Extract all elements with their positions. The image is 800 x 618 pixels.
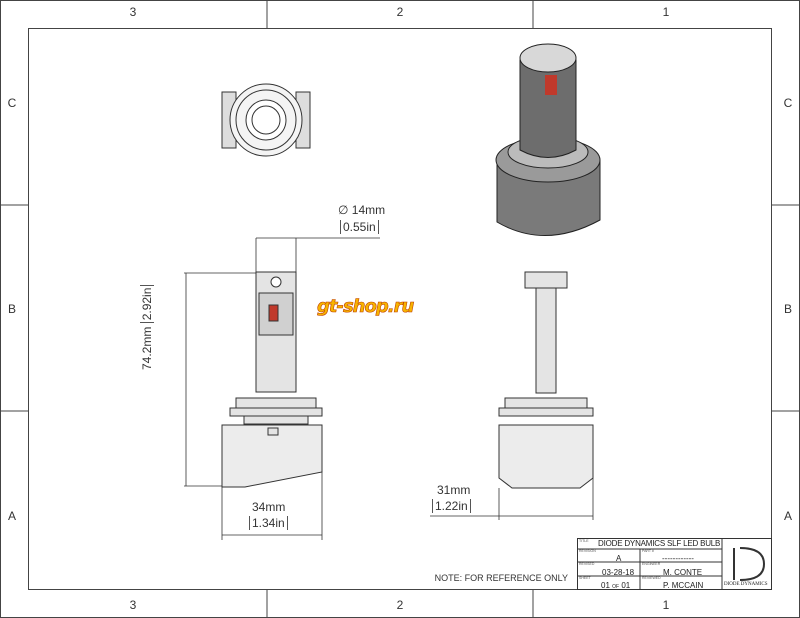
- title-label: TITLE: [579, 539, 589, 543]
- zone-col-2-top: 2: [396, 5, 404, 19]
- front-view: [221, 271, 323, 488]
- zone-row-c-left: C: [7, 96, 17, 110]
- zone-col-1-bottom: 1: [662, 598, 670, 612]
- company-logo-text: DIODE DYNAMICS: [724, 582, 768, 587]
- reviewed-label: REVIEWED: [642, 576, 661, 580]
- part-value: ------------: [662, 554, 694, 563]
- isometric-view: [495, 43, 601, 236]
- dim-width-side-in: 1.22in: [432, 499, 471, 513]
- side-view: [498, 271, 594, 489]
- zone-col-3-bottom: 3: [129, 598, 137, 612]
- reference-note: NOTE: FOR REFERENCE ONLY: [434, 573, 568, 583]
- title-block-grid: [577, 538, 772, 590]
- dim-diameter-in: 0.55in: [340, 220, 379, 234]
- zone-row-a-left: A: [7, 509, 16, 523]
- zone-col-2-bottom: 2: [396, 598, 404, 612]
- zone-row-c-right: C: [783, 96, 793, 110]
- title-value: DIODE DYNAMICS SLF LED BULB: [598, 539, 721, 548]
- revised-label: REVISED: [579, 562, 595, 566]
- dimension-lines: [184, 237, 594, 540]
- reviewed-value: P. MCCAIN: [663, 581, 704, 590]
- sheet-label: SHEET: [579, 576, 591, 580]
- dim-width-front-in: 1.34in: [249, 516, 288, 530]
- zone-row-a-right: A: [783, 509, 792, 523]
- engineer-value: M. CONTE: [663, 568, 703, 577]
- watermark-logo: gt-shop.ru: [317, 296, 415, 318]
- dim-width-front-mm: 34mm: [252, 500, 286, 514]
- inner-frame: [28, 28, 772, 590]
- top-view: [221, 83, 311, 157]
- dim-diameter-mm: ∅ 14mm: [338, 203, 386, 217]
- revised-value: 03-28-18: [602, 568, 635, 577]
- zone-row-b-right: B: [783, 302, 792, 316]
- dim-height: 74.2mm 2.92in: [140, 284, 154, 370]
- part-label: PART #: [642, 549, 654, 553]
- zone-col-3-top: 3: [129, 5, 137, 19]
- sheet-value: 01 OF 01: [601, 581, 631, 590]
- engineer-label: ENGINEER: [642, 562, 661, 566]
- revision-label: REVISION: [579, 549, 596, 553]
- revision-value: A: [616, 554, 622, 563]
- zone-col-1-top: 1: [662, 5, 670, 19]
- zone-row-b-left: B: [7, 302, 16, 316]
- dim-width-side-mm: 31mm: [437, 483, 471, 497]
